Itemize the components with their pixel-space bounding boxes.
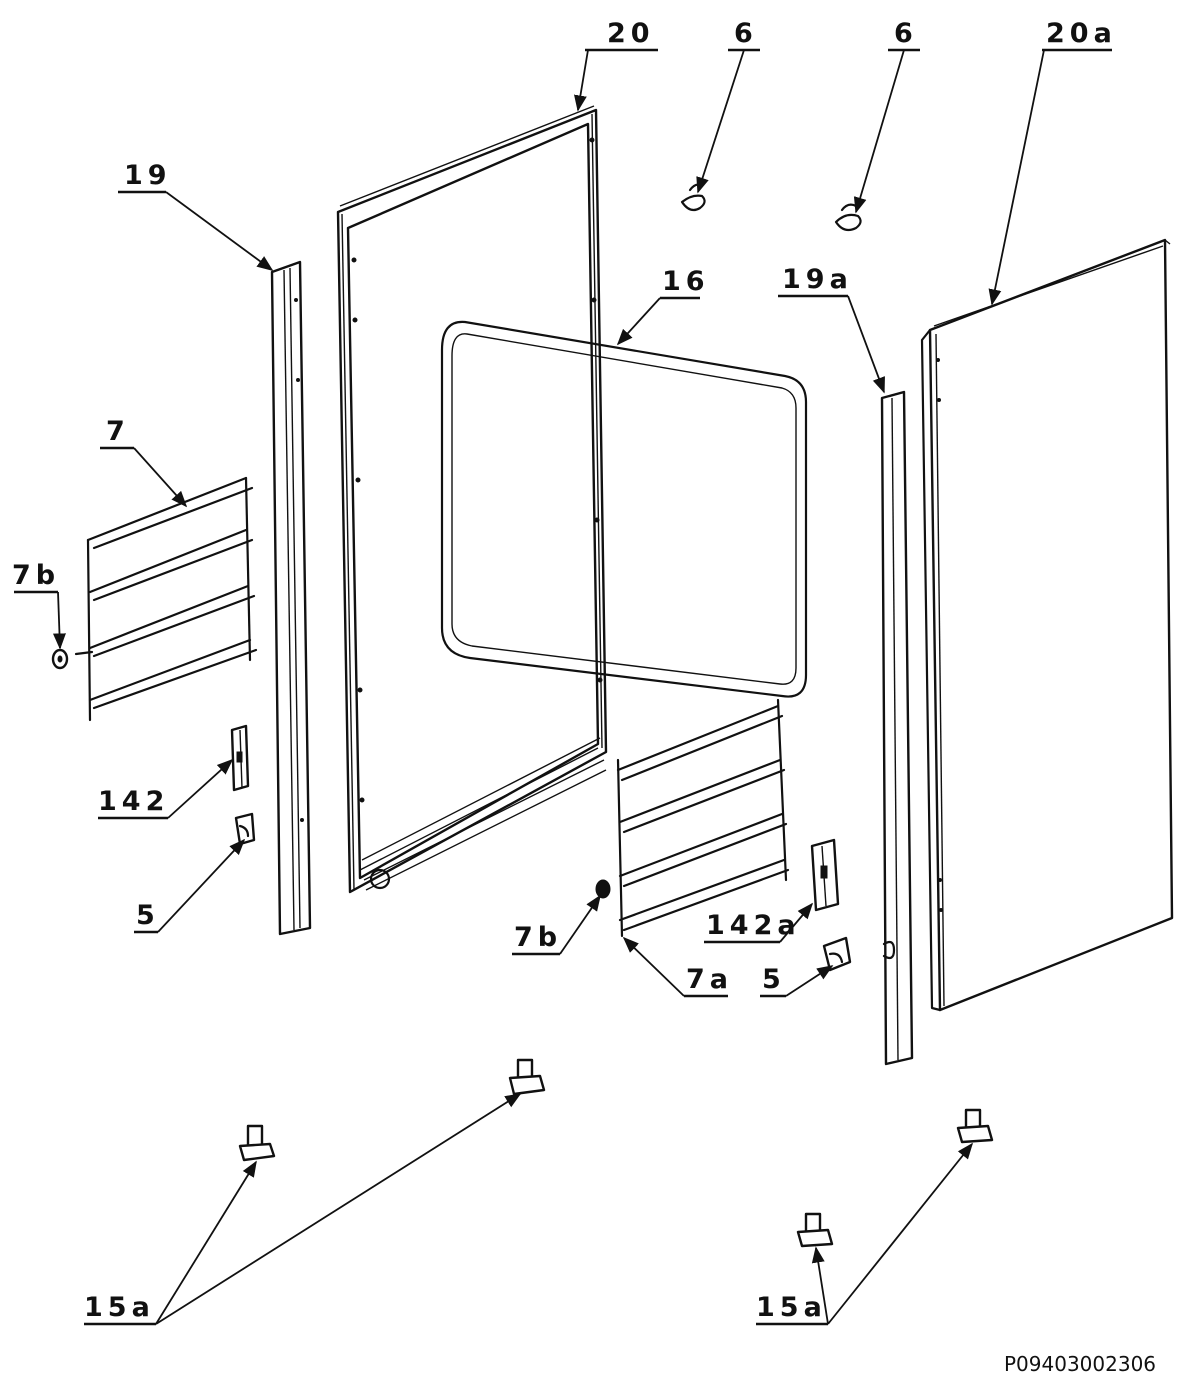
- callout-19: 19: [124, 160, 172, 191]
- callout-142a: 142a: [706, 910, 801, 941]
- foot-15a-right-top: [956, 1108, 994, 1144]
- nut-7b-center: [595, 879, 611, 899]
- callout-6-left: 6: [734, 18, 758, 49]
- callout-20a: 20a: [1046, 18, 1117, 49]
- callout-15a-right: 15a: [756, 1292, 827, 1323]
- callout-7b-left: 7b: [12, 560, 61, 591]
- leader-lines: [53, 49, 1045, 1325]
- hinge-142: [230, 724, 250, 792]
- document-code: P09403002306: [1004, 1352, 1157, 1376]
- door-frame-20: [336, 105, 608, 894]
- callout-15a-left: 15a: [84, 1292, 155, 1323]
- gasket-16: [440, 320, 808, 698]
- bracket-5-right: [822, 936, 852, 972]
- vertical-strip-19: [270, 260, 312, 936]
- callout-7b-center: 7b: [514, 922, 563, 953]
- callout-6-right: 6: [894, 18, 918, 49]
- callout-142: 142: [98, 786, 170, 817]
- callout-5-right: 5: [762, 964, 786, 995]
- callout-underlines: [14, 48, 1112, 1326]
- nut-7b-left: [51, 648, 69, 670]
- callout-5-left: 5: [136, 900, 160, 931]
- foot-15a-right-bottom: [796, 1212, 834, 1248]
- foot-15a-left: [238, 1124, 276, 1162]
- vertical-strip-19a: [880, 390, 914, 1066]
- callout-19a: 19a: [782, 264, 853, 295]
- callout-7: 7: [106, 416, 130, 447]
- callout-20: 20: [607, 18, 655, 49]
- foot-15a-top: [508, 1058, 546, 1096]
- callout-16: 16: [662, 266, 710, 297]
- callout-7a: 7a: [686, 964, 734, 995]
- hinge-142a: [810, 838, 840, 912]
- bracket-5-left: [234, 812, 256, 846]
- clip-6-left: [680, 183, 706, 212]
- shelf-rack-7a: [616, 698, 790, 938]
- shelf-rack-7: [74, 476, 258, 722]
- side-panel-20a: [920, 238, 1174, 1012]
